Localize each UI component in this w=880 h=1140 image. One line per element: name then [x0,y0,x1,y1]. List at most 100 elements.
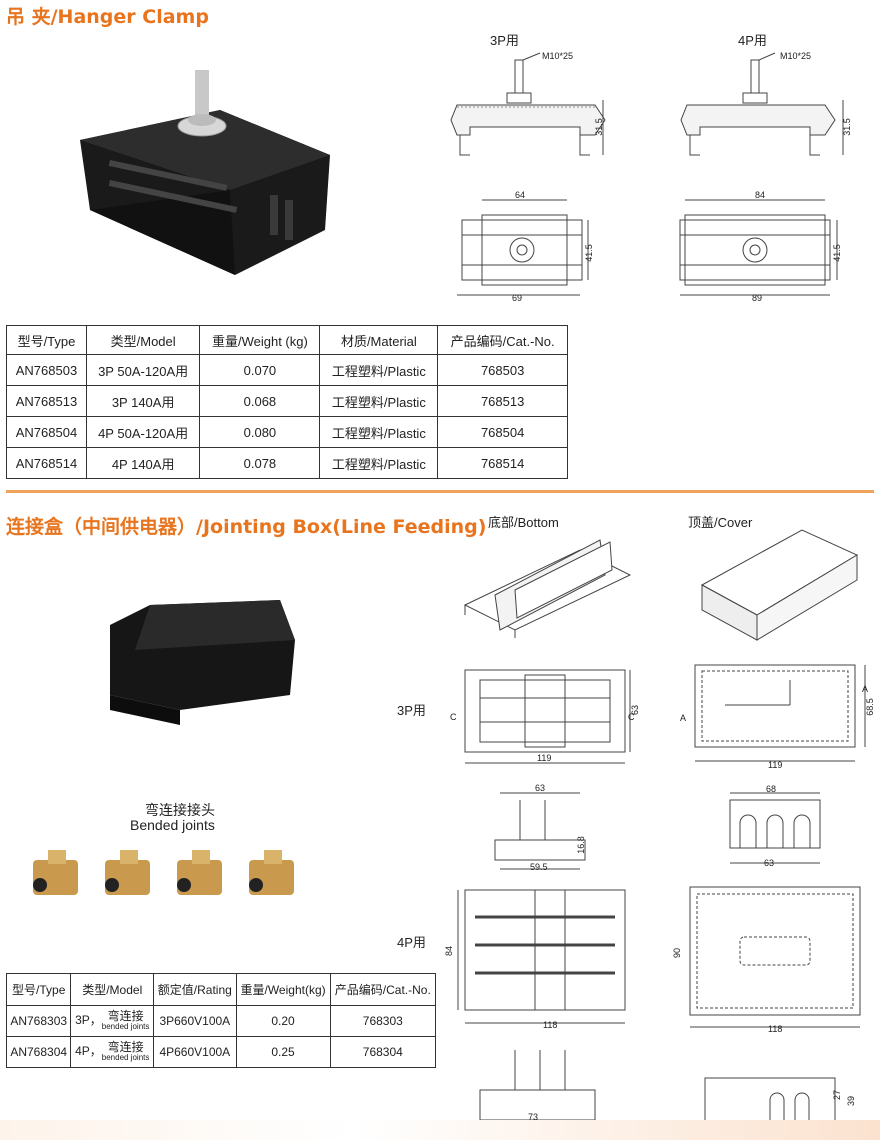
cell-cat-no: 768303 [329,1005,437,1037]
dim-4p-bottom-width: 89 [752,293,763,303]
cell-type: AN768303 [5,1005,72,1037]
clamp-4p-side-drawing [680,52,844,156]
dim-box-3p-63: 63 [630,704,641,716]
box-4p-cover-plan [689,886,861,1028]
cell-rating: 4P660V100A [153,1036,237,1068]
cell-type: AN768514 [6,447,87,479]
dim-cover-side-68: 68 [766,784,777,794]
dim-4p-top-width: 84 [755,190,766,200]
cell-weight: 0.25 [235,1036,331,1068]
cell-type: AN768504 [6,416,87,448]
table-header: 材质/Material [319,325,439,355]
hanger-clamp-spec-table: 型号/Type 类型/Model 重量/Weight (kg) 材质/Mater… [6,325,568,479]
cell-type: AN768304 [5,1036,72,1068]
cell-weight: 0.068 [199,385,321,417]
table-header: 重量/Weight(kg) [235,973,331,1006]
label-4p-clamp: 4P用 [738,33,767,48]
dim-box-3p-side-16-8: 16.8 [575,836,586,854]
dim-3p-top-width: 64 [515,190,526,200]
dim-box-3p-side-59-5: 59.5 [530,862,548,872]
dim-4p-depth: 41.5 [831,244,842,262]
box-4p-bottom-side [479,1050,596,1128]
clamp-3p-top-drawing [457,199,589,296]
cell-material: 工程塑料/Plastic [319,416,439,448]
table-header: 产品编码/Cat.-No. [329,973,437,1006]
box-3p-bottom-plan [464,669,631,764]
cell-material: 工程塑料/Plastic [319,447,439,479]
dim-cover-3p-119: 119 [768,760,783,770]
cell-cat-no: 768304 [329,1036,437,1068]
cell-weight: 0.20 [235,1005,331,1037]
dim-cover-3p-68-5: 68.5 [864,698,875,716]
table-header: 型号/Type [6,325,87,355]
dim-3p-depth: 41.5 [583,244,594,262]
cell-material: 工程塑料/Plastic [319,385,439,417]
cell-type: AN768513 [6,385,87,417]
dim-box-4p-118: 118 [543,1020,558,1030]
section-title-jointing-box: 连接盒（中间供电器）/Jointing Box(Line Feeding) [6,516,487,538]
table-header: 产品编码/Cat.-No. [437,325,568,355]
footer-band [0,1120,880,1140]
dim-cover-4p-118: 118 [768,1024,783,1034]
label-3p-clamp: 3P用 [490,33,519,48]
cell-model-conn-en: bended joints [101,1052,150,1062]
table-header: 额定值/Rating [153,973,237,1006]
section-mark-a-left: A [680,713,687,723]
bolt-label-4p: M10*25 [780,51,812,61]
cell-model-conn-en: bended joints [101,1021,150,1031]
table-row: AN768503 3P 50A-120A用 0.070 工程塑料/Plastic… [6,354,568,386]
bended-joints-en: Bended joints [130,817,215,833]
jointing-box-photo [110,600,295,725]
box-3p-cover-side [729,792,821,864]
table-row: AN768514 4P 140A用 0.078 工程塑料/Plastic 768… [6,447,568,479]
box-3p-cover-plan [694,664,866,762]
box-3p-bottom-side [494,792,586,870]
dim-cover-4p-side-27: 27 [832,1089,843,1101]
table-header: 重量/Weight (kg) [199,325,321,355]
table-row: AN768513 3P 140A用 0.068 工程塑料/Plastic 768… [6,385,568,417]
bended-joints-photo [33,850,294,895]
cell-model: 3P 140A用 [85,385,201,417]
cell-model-conn: 弯连接 [107,1039,144,1054]
cell-model-poles: 4P， [75,1044,102,1059]
section-mark-a-right: A [862,684,869,694]
dim-cover-4p-side-39: 39 [846,1095,857,1107]
cell-cat-no: 768514 [437,447,568,479]
box-4p-bottom-plan [457,889,626,1024]
cell-model: 4P 140A用 [85,447,201,479]
jointing-box-spec-table: 型号/Type 类型/Model 额定值/Rating 重量/Weight(kg… [5,973,437,1068]
dim-cover-side-63: 63 [764,858,775,868]
section-mark-c-left: C [450,712,457,722]
cell-type: AN768503 [6,354,87,386]
label-3p-box: 3P用 [397,703,426,718]
dim-box-3p-119: 119 [537,753,552,763]
cell-cat-no: 768503 [437,354,568,386]
section-divider [6,490,874,493]
dim-cover-4p-90: 90 [672,947,683,959]
cell-model: 4P 50A-120A用 [85,416,201,448]
section-title-hanger-clamp: 吊 夹/Hanger Clamp [6,6,209,28]
bolt-label-3p: M10*25 [542,51,574,61]
cell-weight: 0.080 [199,416,321,448]
cell-cat-no: 768504 [437,416,568,448]
jointing-box-cover-iso [700,529,859,641]
section-mark-c-right: C [628,712,635,722]
label-bottom: 底部/Bottom [488,515,559,530]
hanger-clamp-photo [80,70,330,275]
cell-weight: 0.078 [199,447,321,479]
cell-model-poles: 3P， [75,1013,102,1028]
dim-box-4p-side-73: 73 [528,1112,539,1122]
dim-3p-bottom-width: 69 [512,293,523,303]
table-header: 型号/Type [5,973,72,1006]
cell-rating: 3P660V100A [153,1005,237,1037]
cell-weight: 0.070 [199,354,321,386]
cell-model: 3P 50A-120A用 [85,354,201,386]
dim-box-4p-84: 84 [444,945,455,957]
table-header: 类型/Model [70,973,155,1006]
jointing-box-bottom-iso [463,539,632,638]
dim-3p-height: 31.5 [593,118,604,136]
